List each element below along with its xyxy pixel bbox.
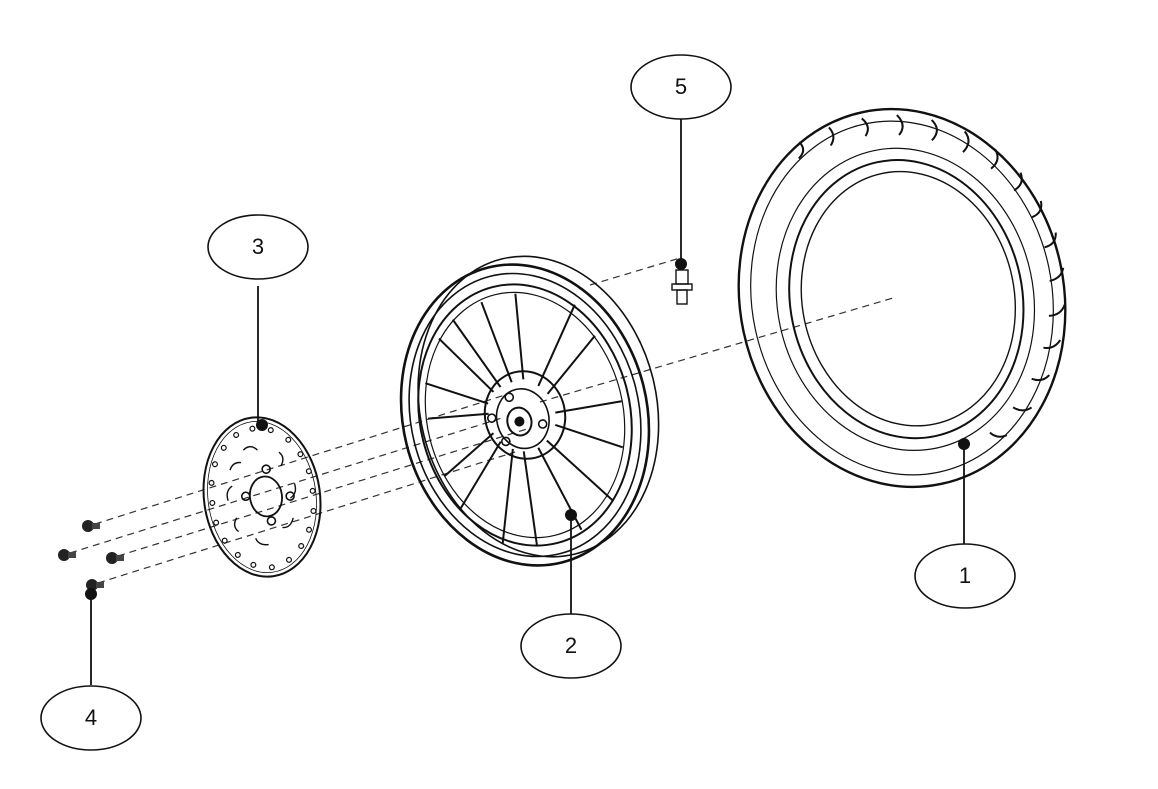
disc-bolt bbox=[82, 520, 100, 532]
callout-3: 3 bbox=[207, 214, 309, 280]
callout-label-1: 1 bbox=[959, 563, 971, 588]
callout-label-2: 2 bbox=[565, 633, 577, 658]
valve-stem bbox=[671, 269, 693, 305]
callout-1: 1 bbox=[914, 543, 1016, 609]
brake-disc bbox=[202, 416, 322, 578]
disc-bolt bbox=[58, 549, 76, 561]
disc-bolts bbox=[58, 520, 124, 591]
callout-4: 4 bbox=[40, 685, 142, 751]
callout-label-5: 5 bbox=[675, 74, 687, 99]
tire bbox=[737, 107, 1067, 489]
leader-lines bbox=[90, 119, 965, 685]
leader-dots bbox=[85, 258, 970, 600]
callout-2: 2 bbox=[520, 613, 622, 679]
disc-bolt bbox=[86, 579, 104, 591]
assembly-guide-lines bbox=[69, 257, 894, 584]
callout-label-3: 3 bbox=[252, 234, 264, 259]
disc-bolt bbox=[106, 552, 124, 564]
callout-label-4: 4 bbox=[85, 705, 97, 730]
wheel-rim bbox=[399, 255, 660, 567]
callout-5: 5 bbox=[630, 54, 732, 120]
